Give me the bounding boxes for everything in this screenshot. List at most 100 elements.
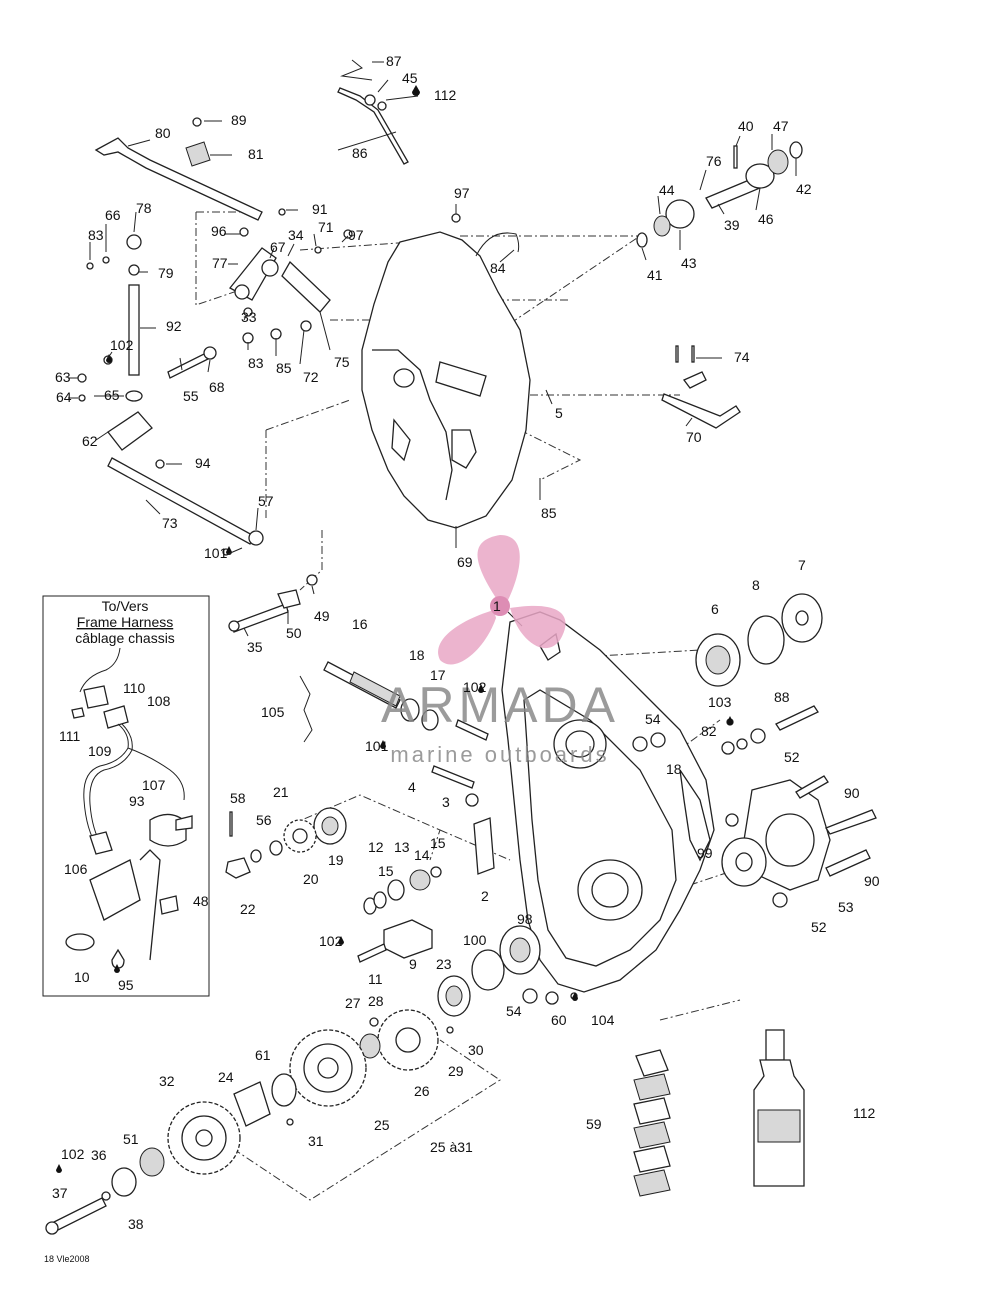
chaincase-housing	[501, 611, 715, 993]
drop-icon	[56, 1164, 62, 1173]
inset-frame-harness: To/Vers Frame Harness câblage chassis	[42, 595, 210, 997]
part-label-68: 68	[209, 379, 225, 395]
part-label-65: 65	[104, 387, 120, 403]
part-label-2: 2	[481, 888, 489, 904]
part-label-101: 101	[204, 545, 228, 561]
footer-code: 18 Vle2008	[44, 1254, 90, 1264]
part-label-83: 83	[248, 355, 264, 371]
bearing-set-right	[695, 593, 877, 908]
part-label-79: 79	[158, 265, 174, 281]
part-label-99: 99	[697, 845, 713, 861]
part-label-109: 109	[88, 743, 112, 759]
part-label-17: 17	[430, 667, 446, 683]
propeller-icon	[477, 535, 520, 604]
part-label-102: 102	[110, 337, 134, 353]
part-label-42: 42	[796, 181, 812, 197]
drop-icon	[572, 992, 578, 1001]
part-label-18: 18	[409, 647, 425, 663]
part-label-56: 56	[256, 812, 272, 828]
mid-left-hardware	[222, 548, 318, 633]
part-label-25: 25	[374, 1117, 390, 1133]
part-label-88: 88	[774, 689, 790, 705]
part-label-41: 41	[647, 267, 663, 283]
inset-line1: To/Vers	[102, 598, 149, 614]
part-label-78: 78	[136, 200, 152, 216]
part-label-50: 50	[286, 625, 302, 641]
part-label-85: 85	[541, 505, 557, 521]
part-label-58: 58	[230, 790, 246, 806]
part-label-107: 107	[142, 777, 166, 793]
part-label-112: 112	[853, 1105, 876, 1121]
upper-shaft-assembly	[636, 141, 803, 248]
part-label-55: 55	[183, 388, 199, 404]
part-label-72: 72	[303, 369, 319, 385]
part-label-70: 70	[686, 429, 702, 445]
part-label-90: 90	[844, 785, 860, 801]
part-label-111: 111	[59, 728, 80, 744]
part-label-53: 53	[838, 899, 854, 915]
part-label-3: 3	[442, 794, 450, 810]
part-label-15: 15	[430, 835, 446, 851]
part-label-1: 1	[493, 598, 501, 614]
lever-70	[661, 345, 741, 429]
watermark-brand: ARMADA	[381, 677, 619, 733]
part-label-101: 101	[365, 738, 389, 754]
part-label-40: 40	[738, 118, 754, 134]
part-label-43: 43	[681, 255, 697, 271]
part-label-15: 15	[378, 863, 394, 879]
part-label-52: 52	[784, 749, 800, 765]
part-label-21: 21	[273, 784, 289, 800]
part-label-97: 97	[348, 227, 364, 243]
part-label-38: 38	[128, 1216, 144, 1232]
part-label-29: 29	[448, 1063, 464, 1079]
part-label-32: 32	[159, 1073, 175, 1089]
part-label-94: 94	[195, 455, 211, 471]
part-label-61: 61	[255, 1047, 271, 1063]
part-label-23: 23	[436, 956, 452, 972]
part-label-5: 5	[555, 405, 563, 421]
part-label-26: 26	[414, 1083, 430, 1099]
part-label-93: 93	[129, 793, 145, 809]
part-label-82: 82	[701, 723, 717, 739]
cable-86	[337, 59, 409, 165]
part-label-91: 91	[312, 201, 328, 217]
part-label-9: 9	[409, 956, 417, 972]
part-label-19: 19	[328, 852, 344, 868]
tensioner-shaft	[299, 661, 666, 875]
part-label-36: 36	[91, 1147, 107, 1163]
part-label-83: 83	[88, 227, 104, 243]
part-label-97: 97	[454, 185, 470, 201]
part-label-20: 20	[303, 871, 319, 887]
part-label-34: 34	[288, 227, 304, 243]
propeller-blade-2	[510, 605, 566, 649]
watermark-logo: ARMADA marine outboards	[381, 535, 619, 767]
part-label-64: 64	[56, 389, 72, 405]
part-label-69: 69	[457, 554, 473, 570]
part-label-44: 44	[659, 182, 675, 198]
part-label-89: 89	[231, 112, 247, 128]
part-label-76: 76	[706, 153, 722, 169]
part-label-45: 45	[402, 70, 418, 86]
part-label-12: 12	[368, 839, 384, 855]
part-label-13: 13	[394, 839, 410, 855]
part-label-86: 86	[352, 145, 368, 161]
part-label-102: 102	[319, 933, 343, 949]
callout-leaders	[68, 61, 797, 637]
part-label-80: 80	[155, 125, 171, 141]
part-label-62: 62	[82, 433, 98, 449]
part-label-74: 74	[734, 349, 750, 365]
part-label-92: 92	[166, 318, 182, 334]
part-label-75: 75	[334, 354, 350, 370]
part-label-112: 112	[434, 87, 457, 103]
part-label-104: 104	[591, 1012, 615, 1028]
part-label-102: 102	[61, 1146, 85, 1162]
part-label-49: 49	[314, 608, 330, 624]
part-label-54: 54	[645, 711, 661, 727]
part-label-51: 51	[123, 1131, 139, 1147]
inset-line2: Frame Harness	[77, 614, 173, 630]
drive-chain	[633, 1049, 671, 1197]
part-label-4: 4	[408, 779, 416, 795]
part-label-105: 105	[261, 704, 285, 720]
